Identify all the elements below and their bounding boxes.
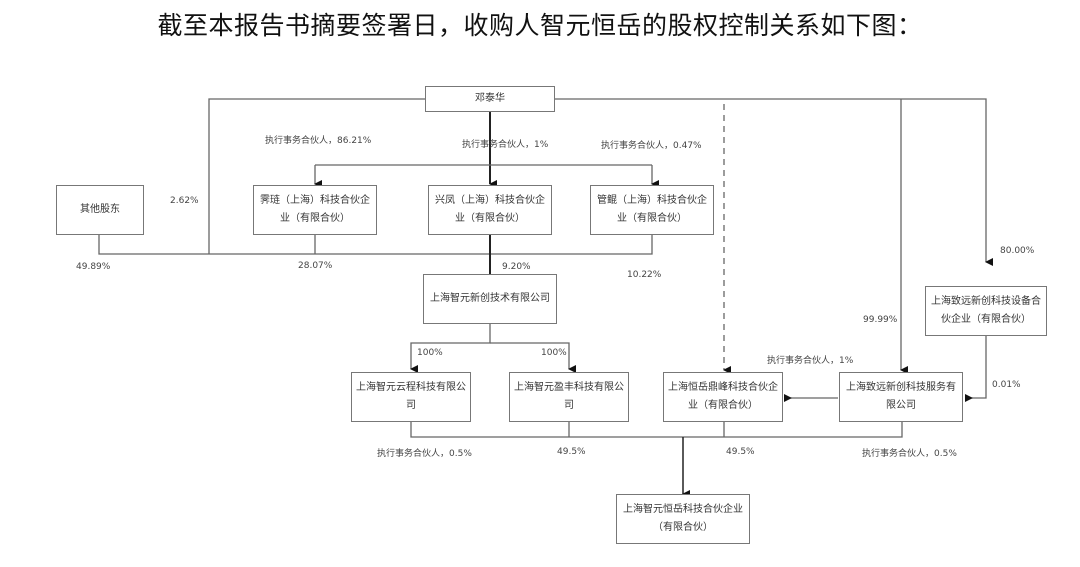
label-deng-guanyi: 执行事务合伙人，0.47% [601, 141, 702, 151]
label-service-dingfeng: 执行事务合伙人，1% [767, 356, 854, 366]
node-yilian-partnership: 霁琏（上海）科技合伙企业（有限合伙） [253, 185, 377, 235]
node-guanyi-partnership: 管鲲（上海）科技合伙企业（有限合伙） [590, 185, 714, 235]
label-yingfeng-pct: 100% [541, 348, 567, 358]
node-zhiyuan-yingfeng: 上海智元盈丰科技有限公司 [509, 372, 629, 422]
label-yilian-pct: 28.07% [298, 261, 333, 271]
node-zhiyuan-hengyue: 上海智元恒岳科技合伙企业（有限合伙） [616, 494, 750, 544]
label-deng-direct: 2.62% [170, 196, 199, 206]
node-zhiyuan-equipment: 上海致远新创科技设备合伙企业（有限合伙） [925, 286, 1047, 336]
line-xinchuang-down [410, 323, 491, 373]
label-guanyi-pct: 10.22% [627, 270, 662, 280]
page-title: 截至本报告书摘要签署日，收购人智元恒岳的股权控制关系如下图： [157, 11, 923, 40]
label-deng-xingfeng: 执行事务合伙人，1% [462, 140, 549, 150]
line-xinchuang-yingfeng [490, 342, 576, 373]
line-deng-right [555, 98, 993, 266]
label-equipment-service: 0.01% [992, 380, 1021, 390]
label-yuncheng-final: 执行事务合伙人，0.5% [377, 449, 472, 459]
label-service-final: 执行事务合伙人，0.5% [862, 449, 957, 459]
node-xingfeng-partnership: 兴凤（上海）科技合伙企业（有限合伙） [428, 185, 552, 235]
node-zhiyuan-xinchuang: 上海智元新创技术有限公司 [423, 274, 557, 324]
line-others-down [98, 235, 653, 255]
label-dingfeng-final: 49.5% [726, 447, 755, 457]
label-xingfeng-pct: 9.20% [502, 262, 531, 272]
node-deng-taihua: 邓泰华 [425, 86, 555, 112]
node-zhiyuan-yuncheng: 上海智元云程科技有限公司 [351, 372, 471, 422]
node-other-shareholders: 其他股东 [56, 185, 144, 235]
node-zhiyuan-service: 上海致远新创科技服务有限公司 [839, 372, 963, 422]
label-yuncheng-pct: 100% [417, 348, 443, 358]
line-equip-service [965, 336, 987, 402]
label-yingfeng-final: 49.5% [557, 447, 586, 457]
node-hengyue-dingfeng: 上海恒岳鼎峰科技合伙企业（有限合伙） [663, 372, 783, 422]
label-others-pct: 49.89% [76, 262, 111, 272]
line-final-bus [410, 421, 903, 438]
label-deng-service: 99.99% [863, 315, 898, 325]
label-deng-equipment: 80.00% [1000, 246, 1035, 256]
label-deng-yilian: 执行事务合伙人，86.21% [265, 136, 372, 146]
line-deng-left [208, 98, 425, 254]
